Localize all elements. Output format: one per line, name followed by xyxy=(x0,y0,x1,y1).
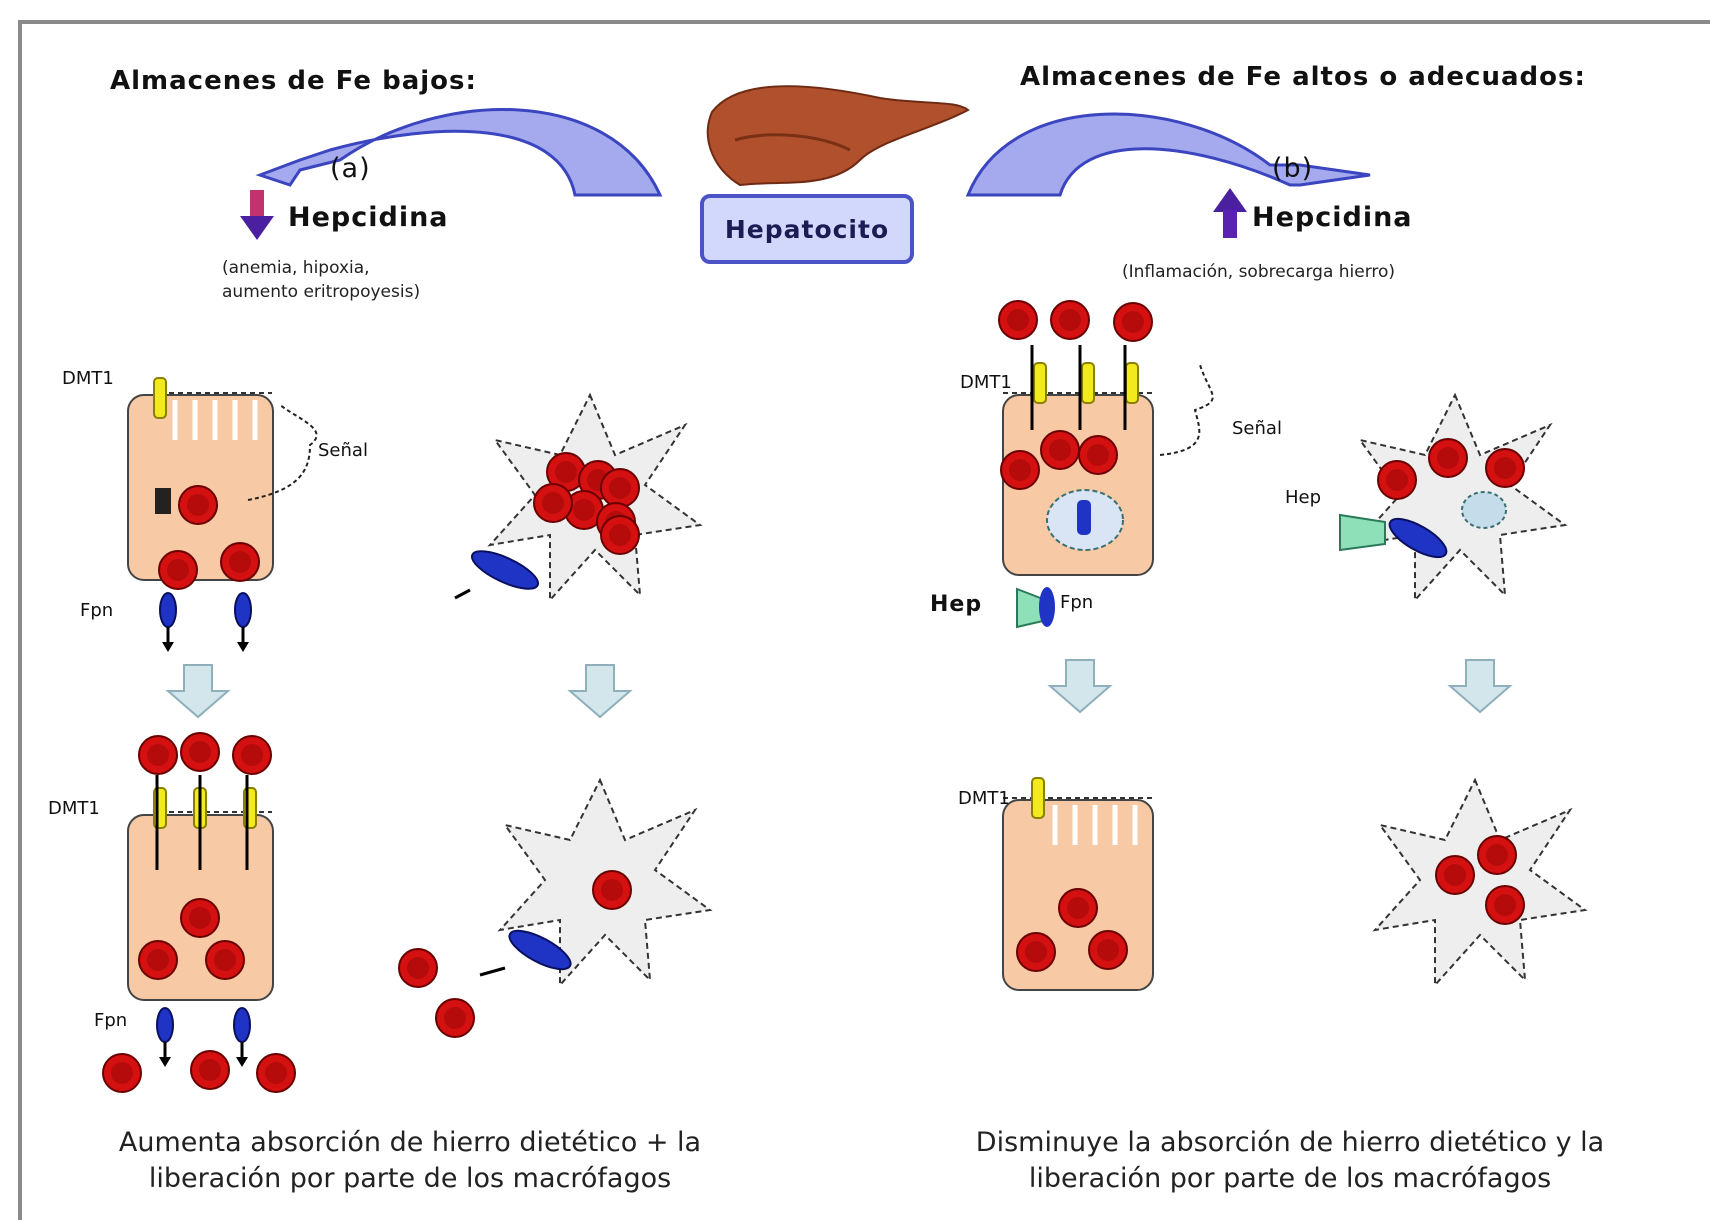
hepcidin-down-arrow-icon xyxy=(240,190,274,240)
hepcidina-low-label: Hepcidina xyxy=(288,202,449,233)
enterocyte-low-bottom xyxy=(103,733,295,1092)
hepatocito-box: Hepatocito xyxy=(700,194,914,264)
enterocyte-high-bottom xyxy=(1003,778,1153,990)
transition-arrow-3 xyxy=(1050,660,1110,712)
hepcidin-up-arrow-icon xyxy=(1213,188,1247,238)
hepcidina-low-note-1: (anemia, hipoxia, xyxy=(222,258,370,278)
transition-arrow-1 xyxy=(168,665,228,717)
macrophage-low-top xyxy=(455,395,700,600)
curved-arrow-a xyxy=(260,110,660,195)
caption-left: Aumenta absorción de hierro dietético + … xyxy=(40,1125,780,1197)
macrophage-low-bottom xyxy=(399,780,710,1037)
dmt1-label-bottom-left: DMT1 xyxy=(48,798,100,819)
dmt1-label-bottom-right: DMT1 xyxy=(958,788,1010,809)
low-stores-heading: Almacenes de Fe bajos: xyxy=(110,66,477,96)
hepcidina-high-label: Hepcidina xyxy=(1252,202,1413,233)
caption-left-line-2: liberación por parte de los macrófagos xyxy=(40,1161,780,1197)
macrophage-high-top xyxy=(1340,395,1565,600)
liver-icon xyxy=(708,86,968,185)
high-stores-heading: Almacenes de Fe altos o adecuados: xyxy=(1020,62,1586,92)
fpn-label-bottom-left: Fpn xyxy=(94,1010,127,1031)
hepcidina-high-note: (Inflamación, sobrecarga hierro) xyxy=(1122,262,1395,282)
senal-label-left: Señal xyxy=(318,440,368,461)
fpn-label-top-right: Fpn xyxy=(1060,592,1093,613)
hepcidina-low-note-2: aumento eritropoyesis) xyxy=(222,282,420,302)
transition-arrow-2 xyxy=(570,665,630,717)
dmt1-label-top-left: DMT1 xyxy=(62,368,114,389)
fpn-label-top-left: Fpn xyxy=(80,600,113,621)
enterocyte-high-top xyxy=(999,301,1213,627)
caption-left-line-1: Aumenta absorción de hierro dietético + … xyxy=(40,1125,780,1161)
enterocyte-low-top xyxy=(128,378,317,652)
caption-right-line-1: Disminuye la absorción de hierro dietéti… xyxy=(900,1125,1680,1161)
senal-label-right: Señal xyxy=(1232,418,1282,439)
caption-right: Disminuye la absorción de hierro dietéti… xyxy=(900,1125,1680,1197)
dmt1-label-top-right: DMT1 xyxy=(960,372,1012,393)
transition-arrow-4 xyxy=(1450,660,1510,712)
arrow-a-label: (a) xyxy=(330,153,371,184)
macrophage-high-bottom xyxy=(1375,780,1585,985)
hep-label-right-mac: Hep xyxy=(1285,487,1321,508)
hep-label-right-cell: Hep xyxy=(930,592,982,617)
arrow-b-label: (b) xyxy=(1272,153,1313,184)
caption-right-line-2: liberación por parte de los macrófagos xyxy=(900,1161,1680,1197)
